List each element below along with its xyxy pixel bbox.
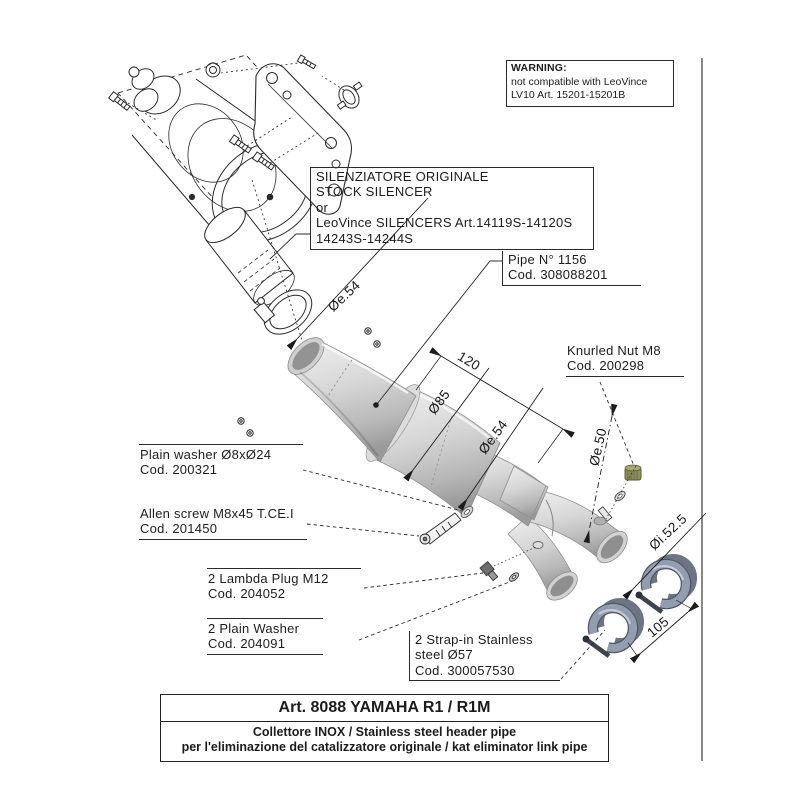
callout-line: or <box>316 199 329 215</box>
exploded-axis-lines <box>127 62 345 351</box>
allen-screw-icon <box>419 512 462 545</box>
bolt-icon <box>228 134 252 154</box>
article-title: Art. 8088 YAMAHA R1 / R1M <box>161 695 608 722</box>
callout-line: Cod. 200298 <box>567 358 645 374</box>
callout-line: Cod. 201450 <box>140 521 218 537</box>
callout-line: 14243S-14244S <box>316 230 414 246</box>
subtitle-line: per l'eliminazione del catalizzatore ori… <box>181 740 588 754</box>
callout-line: Pipe N° 1156 <box>508 252 587 267</box>
callout-line: Knurled Nut M8 <box>567 343 661 358</box>
callout-line: 2 Plain Washer <box>208 621 300 636</box>
bolt-icon <box>107 90 131 112</box>
callout-pipe: Pipe N° 1156 Cod. 308088201 <box>502 251 641 286</box>
callout-knurled-nut: Knurled Nut M8 Cod. 200298 <box>566 342 684 377</box>
callout-line: Cod. 300057530 <box>415 662 515 678</box>
stock-sleeve-drawing <box>204 206 295 306</box>
callout-plain-washer: Plain washer Ø8xØ24 Cod. 200321 <box>139 444 303 478</box>
callout-line: Cod. 204052 <box>208 586 286 602</box>
fastener-details <box>419 464 642 582</box>
callout-line: steel Ø57 <box>415 647 473 663</box>
dimension-lines <box>286 197 707 664</box>
leader-lines <box>269 233 635 680</box>
callout-line: Cod. 308088201 <box>508 267 608 283</box>
callout-line: 2 Lambda Plug M12 <box>208 571 329 586</box>
bolt-icon <box>251 151 275 171</box>
warning-line: LV10 Art. 15201-15201B <box>511 89 626 101</box>
callout-strap-clamp: 2 Strap-in Stainless steel Ø57 Cod. 3000… <box>409 631 560 682</box>
callout-line: Cod. 200321 <box>140 462 218 478</box>
strap-clamp-b <box>582 598 644 658</box>
strap-clamp-a <box>635 554 697 614</box>
callout-line: Cod. 204091 <box>208 636 286 652</box>
callout-plain-washer-2: 2 Plain Washer Cod. 204091 <box>207 618 323 655</box>
saddle-clamp-icon <box>336 81 363 110</box>
band-clamp-drawing <box>253 289 313 335</box>
warning-title: WARNING: <box>511 62 567 74</box>
callout-line: 2 Strap-in Stainless <box>415 632 533 647</box>
lambda-plug-icon <box>479 541 544 582</box>
bolt-icon <box>296 54 317 70</box>
title-block: Art. 8088 YAMAHA R1 / R1M Collettore INO… <box>160 694 609 762</box>
warning-line: not compatible with LeoVince <box>511 75 648 88</box>
callout-line: STOCK SILENCER <box>316 184 433 200</box>
callout-stock-silencer: SILENZIATORE ORIGINALE STOCK SILENCER or… <box>310 167 594 251</box>
warning-box: WARNING: not compatible with LeoVince LV… <box>506 60 674 107</box>
nut-icon <box>205 62 221 78</box>
callout-line: Plain washer Ø8xØ24 <box>140 447 272 462</box>
callout-line: LeoVince SILENCERS Art.14119S-14120S <box>316 215 573 231</box>
stock-assembly-linework <box>107 54 381 437</box>
small-screw-icons <box>237 327 381 437</box>
callout-lambda-plug: 2 Lambda Plug M12 Cod. 204052 <box>207 568 361 602</box>
mount-bracket-drawing <box>253 63 353 215</box>
subtitle-line: Collettore INOX / Stainless steel header… <box>252 725 517 739</box>
knurled-nut-icon <box>593 464 642 526</box>
callout-allen-screw: Allen screw M8x45 T.CE.I Cod. 201450 <box>139 505 307 540</box>
callout-line: Allen screw M8x45 T.CE.I <box>140 506 294 521</box>
callout-line: SILENZIATORE ORIGINALE <box>316 169 489 184</box>
